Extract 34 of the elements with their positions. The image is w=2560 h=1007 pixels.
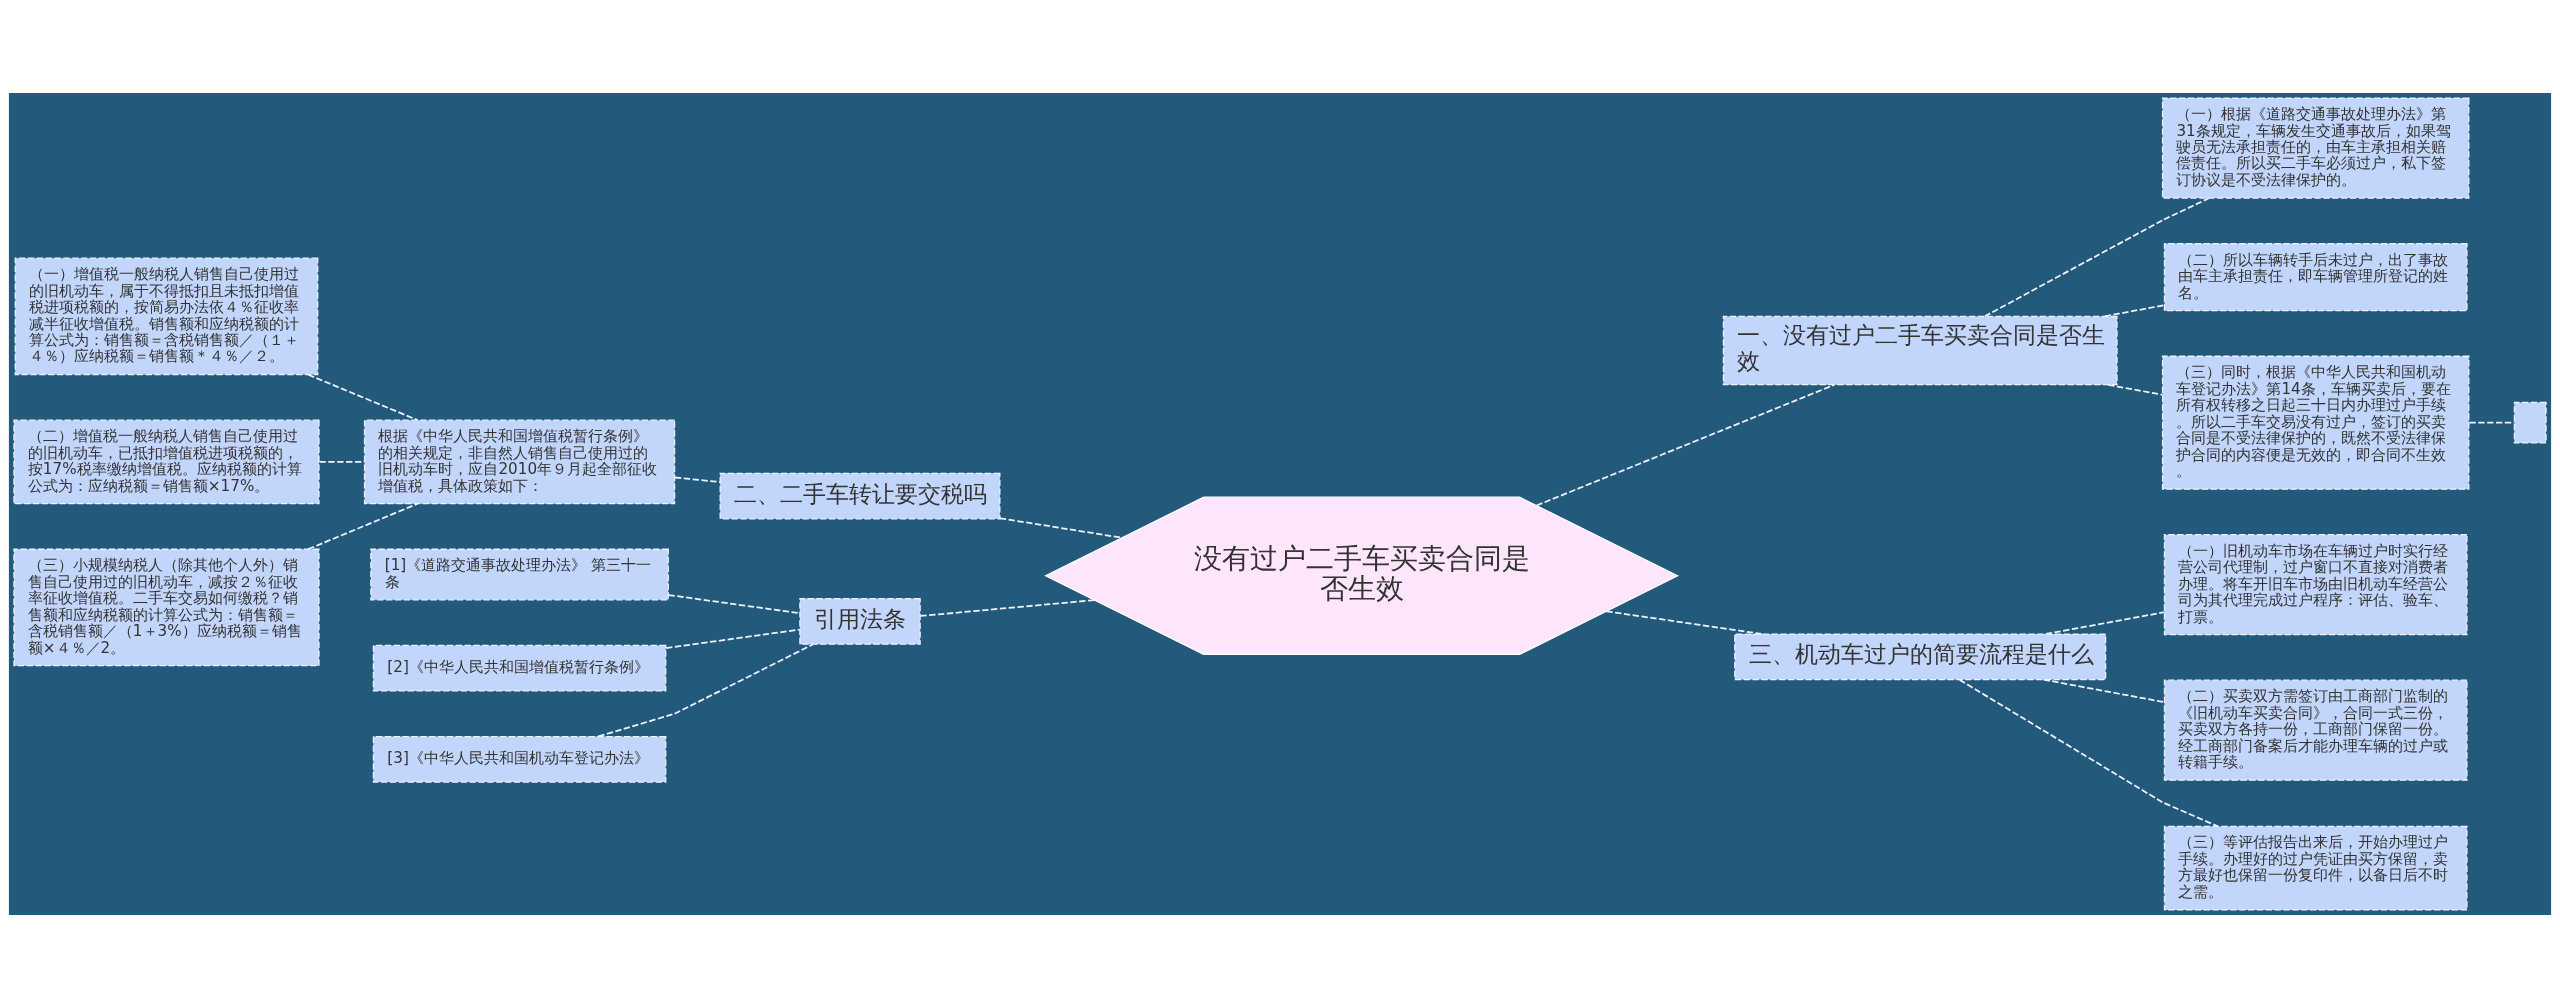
node-box: （二）所以车辆转手后未过户，出了事故由车主承担责任，即车辆管理所登记的姓名。 — [2163, 242, 2468, 311]
connector — [1535, 383, 1836, 506]
node-box: （三）小规模纳税人（除其他个人外）销售自己使用过的旧机动车，减按２％征收率征收增值税。二手车交易如何缴税？销售额和应纳税额的计算公式为：销售额＝含税销售额／（1＋3%）应纳税额＝销售额×４％／2。 — [13, 548, 320, 666]
node-box: 二、二手车转让要交税吗 — [719, 472, 1001, 519]
connector — [307, 373, 419, 421]
node-box: 一、没有过户二手车买卖合同是否生效 — [1722, 315, 2118, 385]
node-box: 根据《中华人民共和国增值税暂行条例》的相关规定，非自然人销售自己使用过的旧机动车时，应自2010年９月起全部征收增值税，具体政策如下： — [363, 419, 676, 504]
node-box: （二）买卖双方需签订由工商部门监制的《旧机动车买卖合同》，合同一式三份，买卖双方各持一份，工商部门保留一份。经工商部门备案后才能办理车辆的过户或转籍手续。 — [2163, 679, 2468, 781]
node-box: [3]《中华人民共和国机动车登记办法》 — [372, 735, 667, 783]
node-box: 引用法条 — [799, 597, 921, 645]
connector — [919, 598, 1096, 617]
connector — [1983, 196, 2210, 317]
node-box: [2]《中华人民共和国增值税暂行条例》 — [372, 644, 667, 692]
node-box: （一）旧机动车市场在车辆过户时实行经营公司代理制，过户窗口不直接对消费者办理。将车开旧车市场由旧机动车经营公司为其代理完成过户程序：评估、验车、打票。 — [2163, 533, 2468, 635]
node-box: （二）增值税一般纳税人销售自己使用过的旧机动车，已抵扣增值税进项税额的，按17%税率缴纳增值税。应纳税额的计算公式为：应纳税额＝销售额×17%。 — [13, 419, 320, 504]
connector — [1605, 609, 1764, 635]
connector — [307, 502, 419, 550]
connector — [2107, 383, 2164, 396]
connector — [1958, 678, 2219, 827]
connector — [665, 628, 801, 649]
connector — [999, 516, 1123, 539]
connector — [2103, 303, 2165, 317]
node-box: （三）同时，根据《中华人民共和国机动车登记办法》第14条，车辆买卖后，要在所有权转移之日起三十日内办理过户手续。所以二手车交易没有过户，签订的买卖合同是不受法律保护的，既然不受法律保护合同的内容便是无效的，即合同不生效。 — [2161, 355, 2470, 490]
connector — [667, 593, 801, 614]
connector — [2042, 678, 2166, 703]
connector — [674, 476, 721, 483]
node-box: 三、机动车过户的简要流程是什么 — [1734, 632, 2107, 680]
node-box: [1]《道路交通事故处理办法》 第三十一条 — [370, 548, 669, 600]
connector — [2044, 610, 2166, 635]
node-box — [2513, 401, 2547, 444]
node-box: （一）根据《道路交通事故处理办法》第31条规定，车辆发生交通事故后，如果驾驶员无法承担责任的，由车主承担相关赔偿责任。所以买二手车必须过户，私下签订协议是不受法律保护的。 — [2161, 96, 2470, 199]
connector — [597, 642, 815, 737]
node-box: （一）增值税一般纳税人销售自己使用过的旧机动车，属于不得抵扣且未抵扣增值税进项税额的，按简易办法依４％征收率减半征收增值税。销售额和应纳税额的计算公式为：销售额＝含税销售额／（１＋４％）应纳税额＝销售额＊４％／２。 — [14, 257, 319, 375]
node-box: （三）等评估报告出来后，开始办理过户手续。办理好的过户凭证由买方保留，卖方最好也保留一份复印件，以备日后不时之需。 — [2163, 825, 2468, 911]
